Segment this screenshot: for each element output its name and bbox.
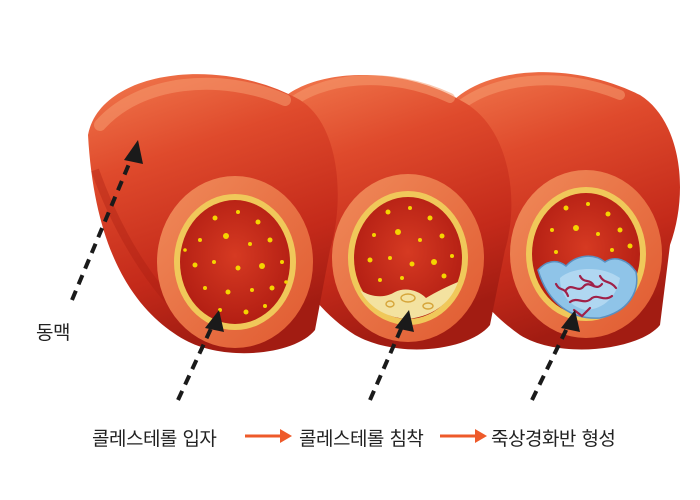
deposit-particles: [385, 293, 434, 310]
cholesterol-particles-1: [183, 210, 288, 315]
cholesterol-particles-2: [367, 206, 454, 282]
stage-label-plaque-formation: 죽상경화반 형성: [491, 428, 616, 450]
cross-section-1: [157, 176, 313, 348]
dashed-arrow-icon: [70, 151, 572, 401]
dashed-arrow-stage3: [530, 321, 572, 401]
artery-label: 동맥: [36, 322, 70, 344]
stage-label-cholesterol-entry: 콜레스테롤 입자: [92, 428, 217, 450]
cross-section-2: [332, 174, 484, 342]
cholesterol-deposit: [360, 282, 458, 319]
plaque-fibers: [554, 274, 618, 318]
cholesterol-particles-3: [550, 202, 633, 254]
stage-label-cholesterol-deposit: 콜레스테롤 침착: [299, 428, 424, 450]
dashed-arrow-stage2: [368, 321, 406, 401]
dashed-arrow-artery: [70, 151, 136, 301]
dashed-arrow-stage1: [176, 321, 216, 401]
dashed-arrow-heads: [124, 140, 580, 332]
right-arrow-icon: [245, 429, 487, 443]
cross-section-3: [510, 170, 662, 338]
